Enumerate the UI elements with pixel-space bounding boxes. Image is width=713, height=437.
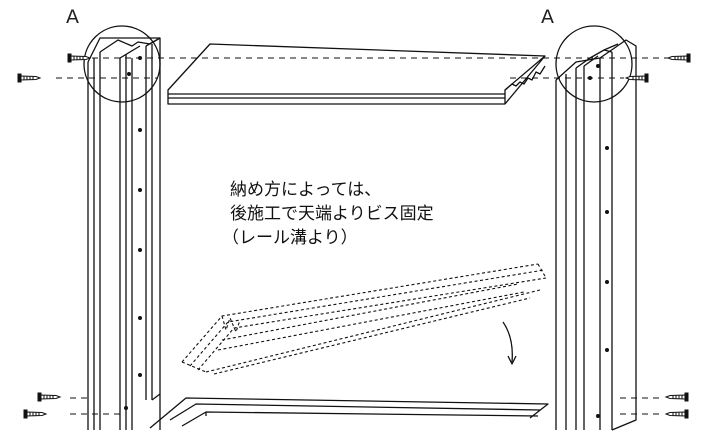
right-side-panel	[555, 39, 637, 431]
note-line-2: 後施工で天端よりビス固定	[230, 204, 434, 224]
screw-icon	[624, 73, 649, 83]
screw-icon	[67, 53, 92, 63]
detail-circle-left	[83, 25, 161, 103]
detail-circle-right	[555, 25, 633, 103]
note-line-3: （レール溝より）	[222, 228, 358, 248]
screw-icon	[23, 409, 48, 419]
screw-icon	[666, 53, 691, 63]
left-side-panel	[87, 37, 161, 430]
note-line-1: 納め方によっては、	[230, 180, 382, 200]
dashed-falling-panel	[181, 263, 547, 375]
screw-icon	[37, 392, 62, 402]
screw-icon	[664, 409, 689, 419]
screw-icon	[17, 73, 42, 83]
top-panel	[167, 43, 546, 105]
motion-arrow-icon	[502, 321, 517, 365]
screw-guide-lines	[56, 57, 668, 415]
detail-label-right: A	[541, 6, 554, 28]
screw-icon	[664, 392, 689, 402]
detail-label-left: A	[66, 6, 79, 28]
bottom-panel	[149, 397, 549, 429]
